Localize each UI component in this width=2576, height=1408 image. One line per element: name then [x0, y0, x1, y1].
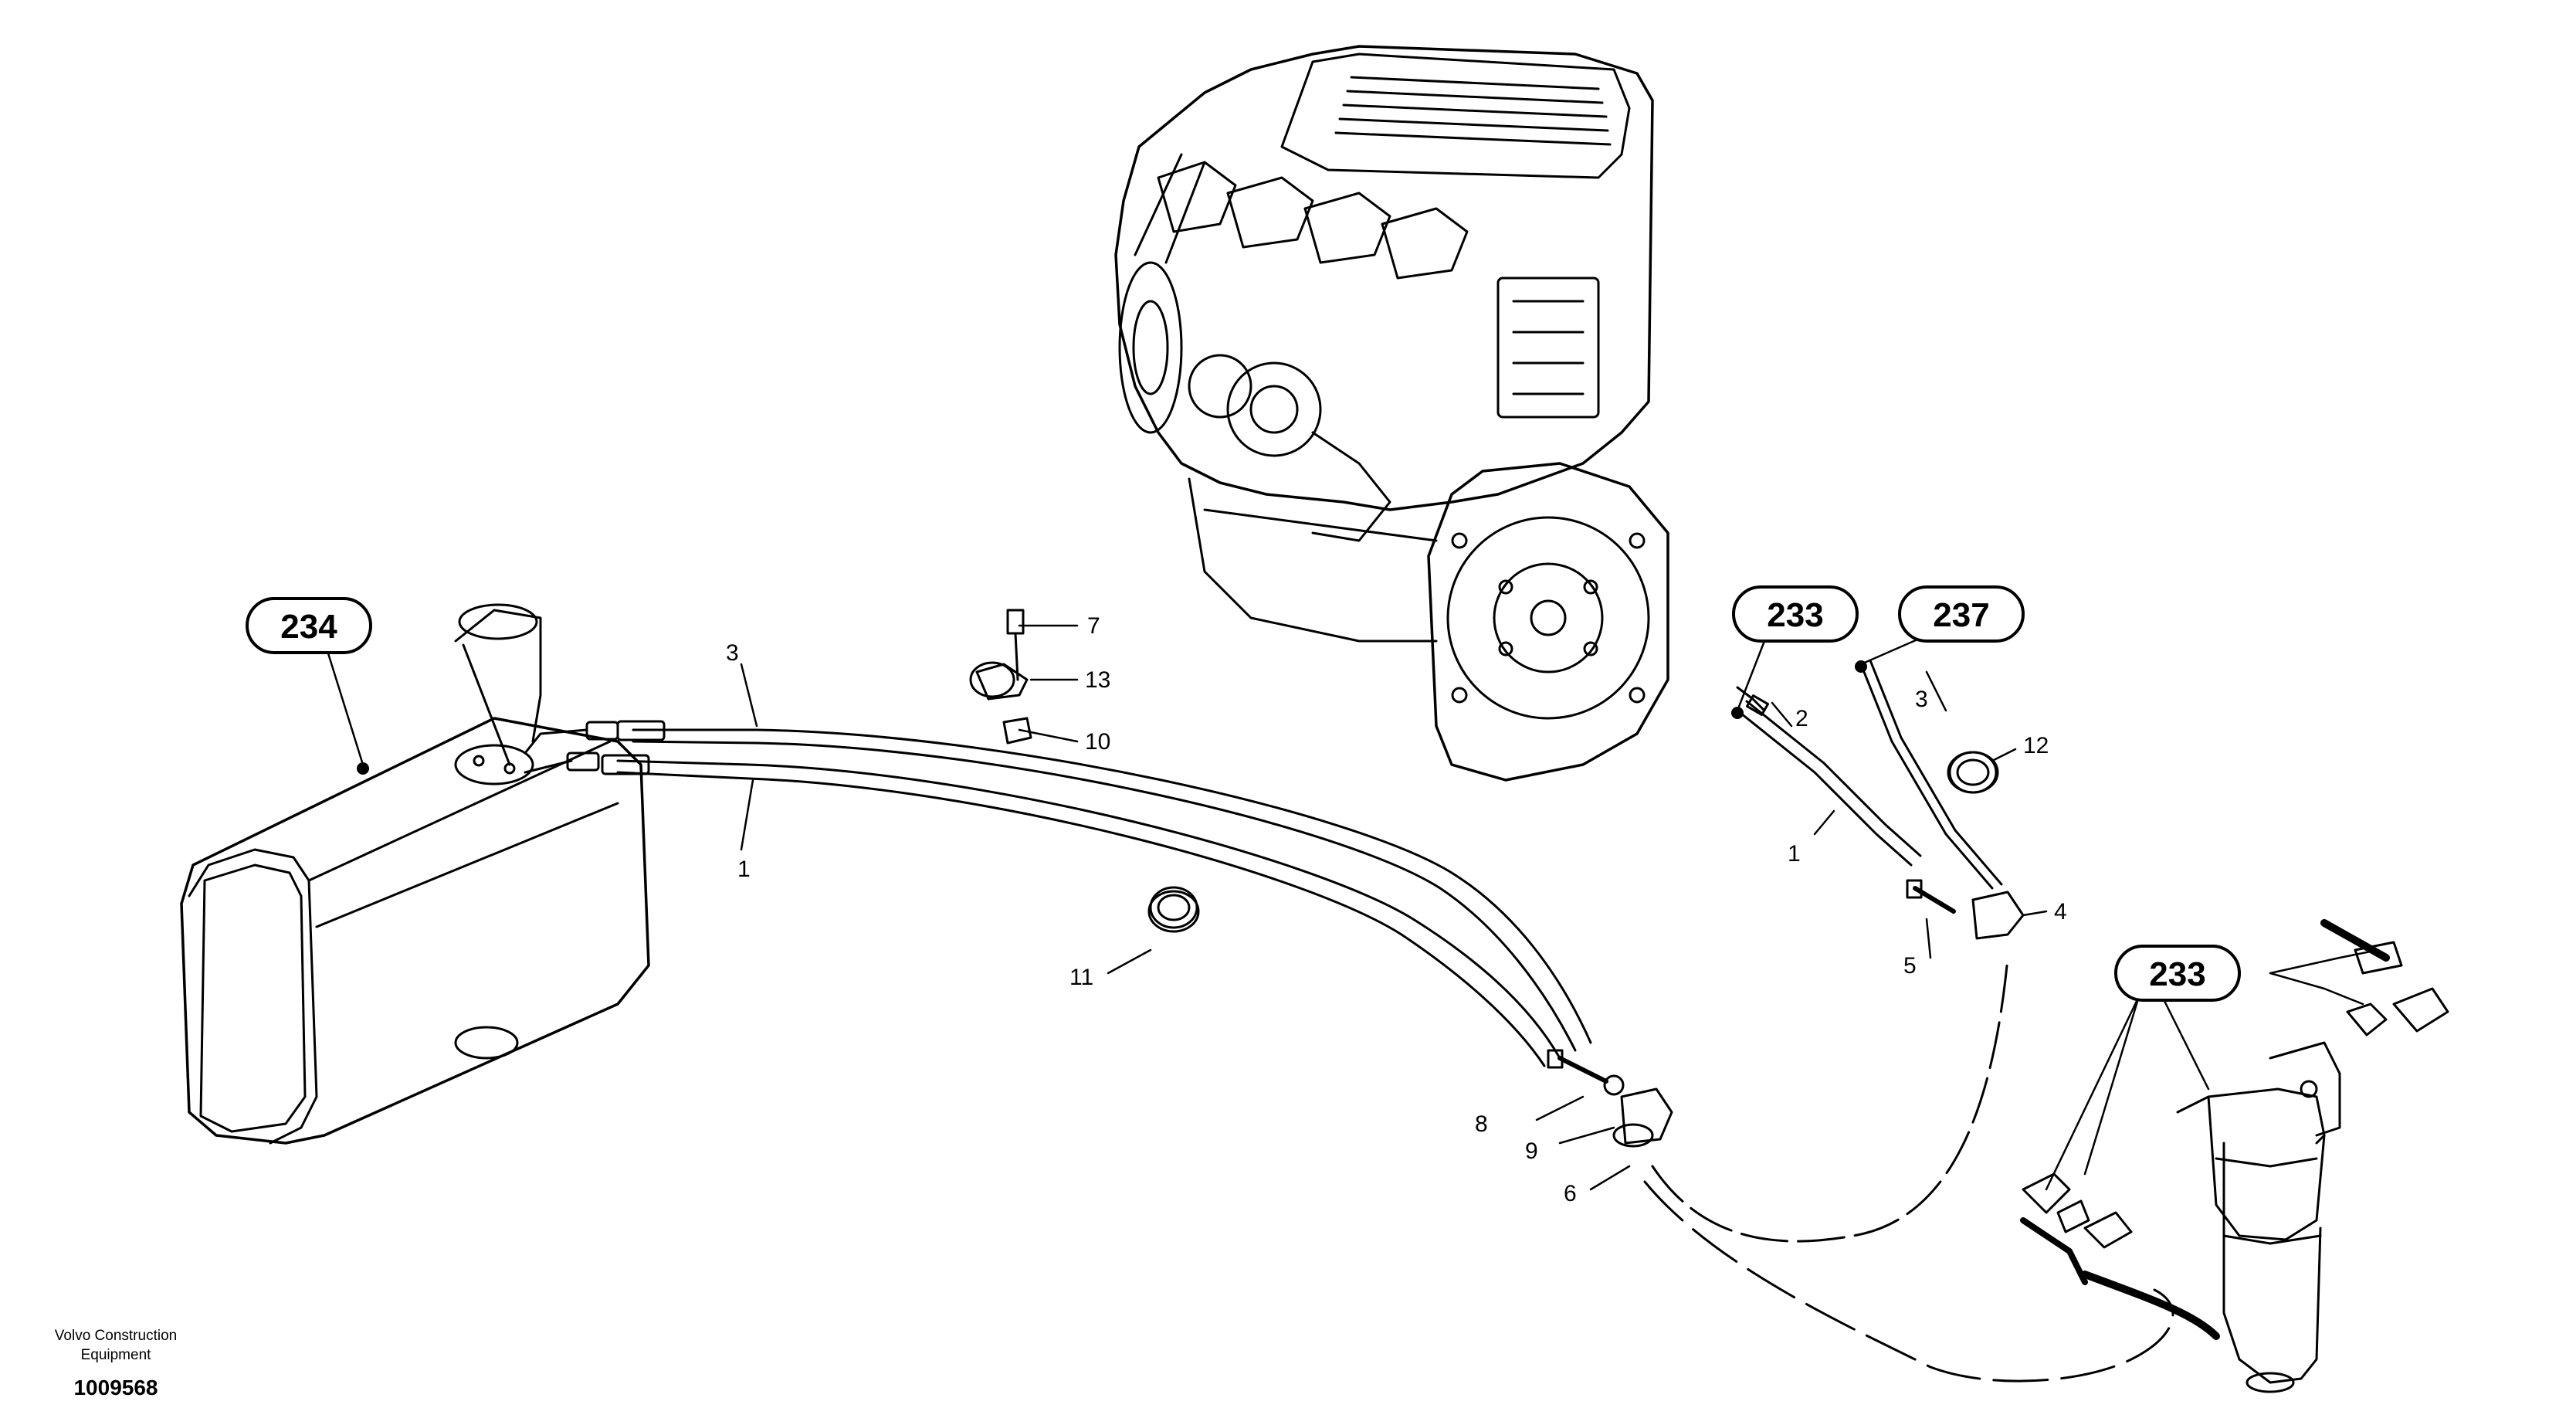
leader-lines — [323, 624, 2380, 1191]
company-name-line2: Equipment — [81, 1347, 152, 1363]
part-label-7: 7 — [1087, 613, 1100, 639]
part-label-10: 10 — [1085, 729, 1110, 755]
clamp-bracket-6 — [1547, 1049, 1673, 1148]
svg-text:233: 233 — [1767, 596, 1823, 634]
part-label-6: 6 — [1564, 1181, 1577, 1206]
clamp-bracket-4 — [1906, 879, 2025, 940]
callout-233-filter: 233 — [2114, 945, 2241, 1002]
part-label-2: 2 — [1795, 706, 1808, 731]
part-label-13: 13 — [1085, 667, 1110, 693]
part-label-11: 11 — [1069, 965, 1093, 990]
svg-text:233: 233 — [2149, 955, 2205, 993]
fuel-hoses-main — [601, 720, 1592, 1067]
footer: Volvo Construction Equipment 1009568 — [55, 1328, 177, 1400]
fitting-2 — [1736, 686, 1770, 716]
part-label-3-left: 3 — [726, 640, 739, 666]
hose-clamp-12 — [1947, 751, 1999, 794]
drawing-id: 1009568 — [73, 1376, 158, 1400]
callout-233-engine: 233 — [1732, 585, 1859, 643]
callout-234: 234 — [246, 597, 372, 654]
company-name-line1: Volvo Construction — [55, 1328, 177, 1344]
engine-illustration — [1114, 45, 1669, 782]
hose-clamp-11 — [1147, 890, 1200, 933]
part-label-1-left: 1 — [737, 857, 751, 882]
part-label-3-right: 3 — [1915, 687, 1928, 712]
fuel-tank-illustration — [180, 603, 650, 1145]
part-label-12: 12 — [2023, 733, 2049, 758]
callout-237: 237 — [1898, 585, 2025, 643]
fuel-filter-illustration — [2020, 919, 2449, 1393]
clip-assembly-7-13-10 — [969, 609, 1032, 745]
return-line — [1643, 956, 2220, 1383]
engine-hoses — [1149, 659, 2003, 929]
part-label-4: 4 — [2054, 899, 2067, 925]
svg-text:237: 237 — [1933, 596, 1989, 634]
part-label-9: 9 — [1525, 1138, 1538, 1164]
part-number-labels: 7 13 10 3 1 11 8 9 6 2 1 3 12 4 5 — [726, 613, 2067, 1206]
part-label-8: 8 — [1475, 1111, 1488, 1137]
part-label-1-right: 1 — [1788, 841, 1801, 867]
leader-dots — [357, 660, 1867, 775]
svg-text:234: 234 — [280, 608, 337, 646]
part-label-5: 5 — [1903, 953, 1917, 979]
